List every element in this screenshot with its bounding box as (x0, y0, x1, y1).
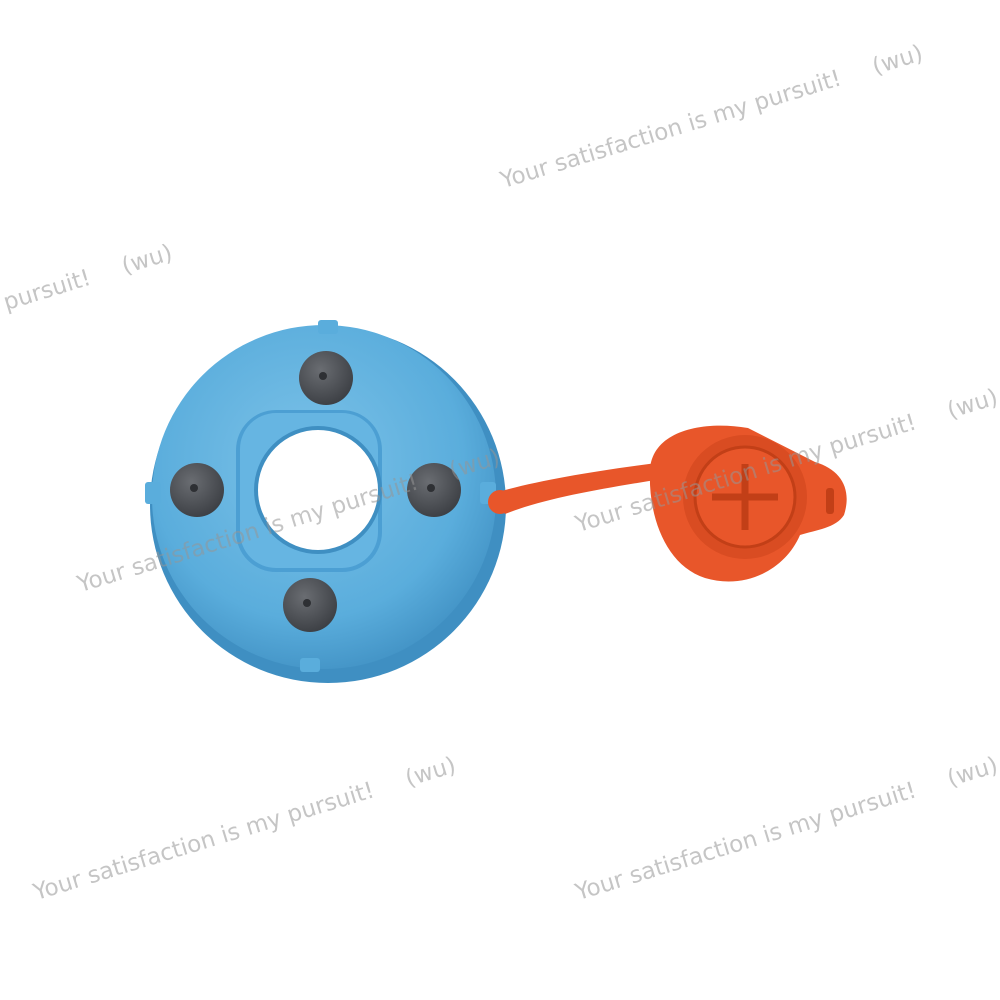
rubber-plugs (170, 351, 461, 632)
tether-strap (498, 462, 668, 514)
orange-plug (649, 425, 847, 582)
blue-cap (145, 320, 506, 683)
